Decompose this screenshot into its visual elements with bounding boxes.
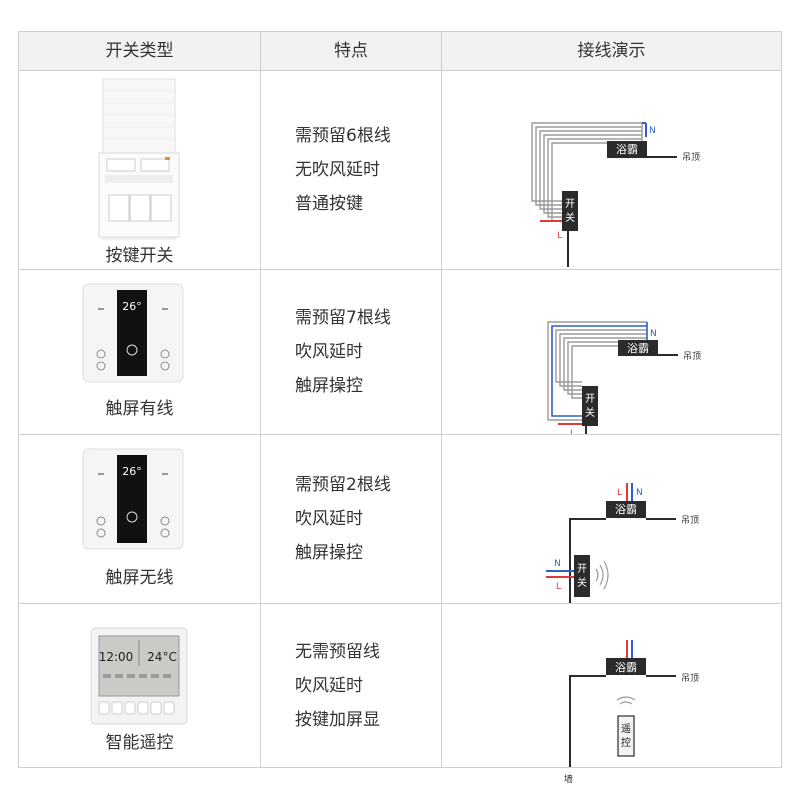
switch-char: 开 xyxy=(565,199,575,210)
feature-item: 无吹风延时 xyxy=(295,160,380,180)
switch-type-label: 按键开关 xyxy=(105,246,174,266)
features-list: 无需预留线 吹风延时 按键加屏显 xyxy=(261,635,441,737)
live-label: L xyxy=(570,429,575,434)
features-cell: 需预留7根线 吹风延时 触屏操控 xyxy=(261,270,441,434)
temperature-display: 24°C xyxy=(147,650,177,664)
column-divider xyxy=(441,32,442,767)
switch-image-cell: 按键开关 xyxy=(19,71,260,269)
switch-char: 关 xyxy=(577,576,587,589)
feature-item: 吹风延时 xyxy=(295,342,363,362)
wall-label: 墙 xyxy=(564,775,574,785)
features-list: 需预留6根线 无吹风延时 普通按键 xyxy=(261,119,441,221)
bath-heater-label: 浴霸 xyxy=(615,661,637,674)
features-cell: 需预留2根线 吹风延时 触屏操控 xyxy=(261,435,441,603)
wiring-diagram: N L 浴霸 吊顶 开 关 墙 xyxy=(531,122,700,267)
switch-char: 关 xyxy=(565,211,575,224)
table-row: 26° 触屏有线 需预留7根线 吹风延时 触屏操控 xyxy=(19,270,781,435)
switch-char: 开 xyxy=(577,564,587,575)
header-wiring-demo: 接线演示 xyxy=(577,41,646,61)
wiring-diagram-cell: 浴霸 吊顶 遥 控 墙 xyxy=(442,604,781,785)
neutral-label: N xyxy=(650,329,657,339)
feature-item: 普通按键 xyxy=(295,194,363,214)
column-divider xyxy=(260,32,261,767)
table-header: 开关类型 特点 接线演示 xyxy=(19,32,781,71)
feature-item: 吹风延时 xyxy=(295,675,363,696)
wiring-diagram-cell: L N 浴霸 吊顶 N L 开 关 墙 xyxy=(442,435,781,603)
switch-box xyxy=(582,386,598,426)
bath-heater-box xyxy=(606,658,646,675)
wiring-diagram: 浴霸 吊顶 遥 控 xyxy=(569,640,699,767)
neutral-label: N xyxy=(636,488,643,498)
switch-char: 开 xyxy=(585,394,595,405)
header-features: 特点 xyxy=(334,41,368,61)
temperature-display: 26° xyxy=(122,465,142,478)
ceiling-label: 吊顶 xyxy=(683,351,701,362)
bath-heater-label: 浴霸 xyxy=(627,342,649,355)
live-label: L xyxy=(556,582,561,592)
bath-heater-box xyxy=(606,501,646,518)
remote-box xyxy=(617,715,635,757)
table-row: 按键开关 需预留6根线 无吹风延时 普通按键 xyxy=(19,71,781,270)
neutral-label: N xyxy=(554,559,561,569)
live-label: L xyxy=(617,488,622,498)
comparison-table: 开关类型 特点 接线演示 按键开关 xyxy=(18,31,782,785)
feature-item: 触屏操控 xyxy=(295,543,363,563)
feature-item: 需预留2根线 xyxy=(295,475,391,495)
feature-item: 触屏操控 xyxy=(295,376,363,396)
switch-box xyxy=(562,191,578,231)
live-label: L xyxy=(557,231,562,241)
touch-wired-switch-image: 26° xyxy=(82,283,184,383)
bath-heater-box xyxy=(607,141,647,158)
feature-item: 按键加屏显 xyxy=(295,709,380,730)
wireless-signal-icon xyxy=(616,696,636,705)
bath-heater-label: 浴霸 xyxy=(615,503,637,516)
features-cell: 无需预留线 吹风延时 按键加屏显 xyxy=(261,604,441,767)
bath-heater-label: 浴霸 xyxy=(616,143,638,156)
header-switch-type: 开关类型 xyxy=(105,41,174,61)
features-cell: 需预留6根线 无吹风延时 普通按键 xyxy=(261,71,441,269)
feature-item: 吹风延时 xyxy=(295,509,363,529)
ceiling-label: 吊顶 xyxy=(681,673,699,684)
switch-type-label: 智能遥控 xyxy=(105,733,174,753)
features-list: 需预留2根线 吹风延时 触屏操控 xyxy=(261,468,441,570)
wireless-signal-icon xyxy=(595,560,609,590)
table-row: 12:00 24°C 智能遥控 无需预留线 吹风延时 按键加屏显 xyxy=(19,604,781,785)
table-row: 26° 触屏无线 需预留2根线 吹风延时 触屏操控 L N 浴霸 xyxy=(19,435,781,604)
touch-wireless-switch-image: 26° xyxy=(82,448,184,550)
feature-item: 需预留6根线 xyxy=(295,126,391,146)
temperature-display: 26° xyxy=(122,300,142,313)
remote-char: 遥 xyxy=(621,722,631,735)
switch-type-label: 触屏有线 xyxy=(105,399,174,419)
feature-item: 无需预留线 xyxy=(295,641,380,662)
clock-display: 12:00 xyxy=(99,650,134,664)
wiring-diagram-cell: N L 浴霸 吊顶 开 关 墙 xyxy=(442,270,781,434)
feature-item: 需预留7根线 xyxy=(295,308,391,328)
switch-type-label: 触屏无线 xyxy=(105,568,174,588)
ceiling-label: 吊顶 xyxy=(682,152,700,163)
remote-char: 控 xyxy=(621,736,631,749)
smart-remote-image: 12:00 24°C xyxy=(90,627,188,725)
switch-char: 关 xyxy=(585,406,595,419)
switch-image-cell: 12:00 24°C 智能遥控 xyxy=(19,604,260,767)
neutral-label: N xyxy=(649,126,656,136)
ceiling-label: 吊顶 xyxy=(681,515,699,526)
switch-image-cell: 26° 触屏有线 xyxy=(19,270,260,434)
features-list: 需预留7根线 吹风延时 触屏操控 xyxy=(261,301,441,403)
wiring-diagram: N L 浴霸 吊顶 开 关 墙 xyxy=(547,321,701,434)
bath-heater-box xyxy=(618,340,658,356)
switch-box xyxy=(574,555,590,597)
wiring-diagram: L N 浴霸 吊顶 N L 开 关 墙 xyxy=(546,483,699,603)
switch-image-cell: 26° 触屏无线 xyxy=(19,435,260,603)
push-button-switch-image xyxy=(98,78,180,240)
wiring-diagram-cell: N L 浴霸 吊顶 开 关 墙 xyxy=(442,71,781,269)
